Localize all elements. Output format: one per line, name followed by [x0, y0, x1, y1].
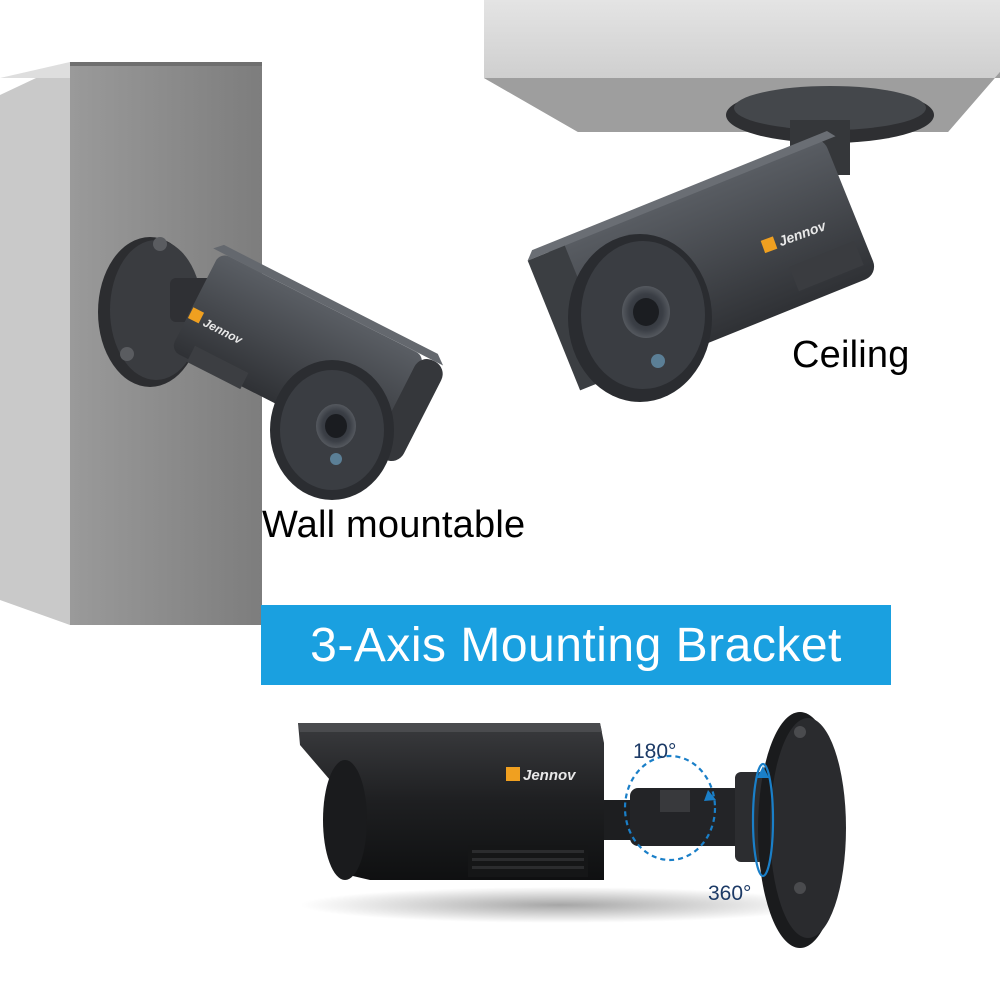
- brand-name: Jennov: [523, 767, 577, 784]
- tilt-rotation-arrow: [751, 762, 775, 878]
- wall-mount-caption: Wall mountable: [262, 504, 526, 546]
- tilt-angle-label: 360°: [708, 882, 752, 905]
- bracket-camera: Jennov: [298, 712, 846, 948]
- feature-banner: 3-Axis Mounting Bracket: [261, 605, 891, 685]
- brand-logo-icon: [506, 767, 520, 781]
- wall-camera: Jennov: [98, 237, 444, 500]
- ceiling-camera: Jennov: [527, 86, 934, 402]
- banner-title: 3-Axis Mounting Bracket: [310, 619, 842, 672]
- ceiling-mount-caption: Ceiling: [792, 334, 910, 376]
- pan-angle-label: 180°: [633, 740, 677, 763]
- pan-rotation-arrow: [623, 754, 717, 862]
